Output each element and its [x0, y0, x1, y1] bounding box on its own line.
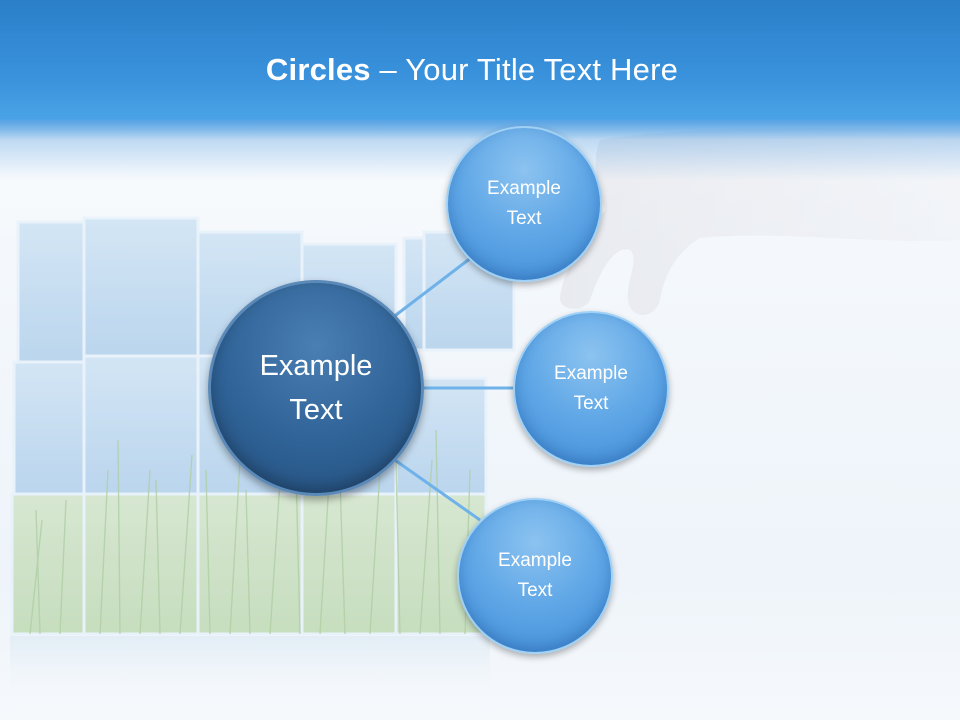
node-circle-label: Example Text [554, 363, 628, 414]
center-circle[interactable]: Example Text [208, 280, 424, 496]
node-circle-top[interactable]: Example Text [446, 126, 602, 282]
title-bar [0, 0, 960, 140]
slide-title: Circles – Your Title Text Here [0, 52, 944, 88]
node-circle-bottom[interactable]: Example Text [457, 498, 613, 654]
node-circle-label: Example Text [498, 550, 572, 601]
connector-bot [391, 456, 481, 522]
node-circle-label: Example Text [487, 178, 561, 229]
center-circle-label: Example Text [259, 350, 373, 426]
slide-title-rest: – Your Title Text Here [370, 52, 679, 87]
node-circle-middle[interactable]: Example Text [513, 311, 669, 467]
slide-title-bold: Circles [265, 52, 371, 87]
connector-top [391, 252, 477, 320]
